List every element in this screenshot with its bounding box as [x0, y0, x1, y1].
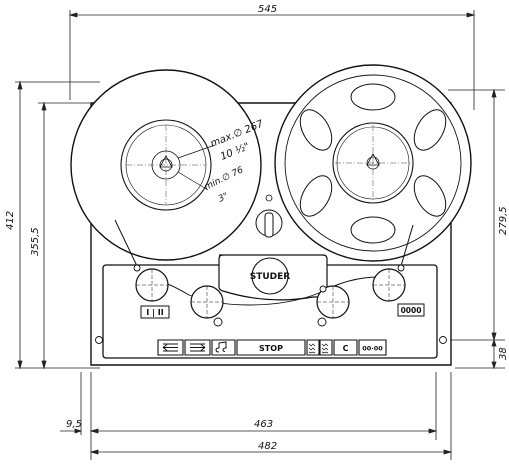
tape-counter-small: 0000 [398, 304, 424, 316]
dim-label-412: 412 [5, 211, 16, 230]
tape-counter-small-value: 0000 [401, 306, 422, 315]
tape-counter-value: 00·00 [362, 345, 383, 353]
brand-badge [252, 258, 288, 294]
c-button-label: C [343, 344, 349, 353]
play-music-note-icon [216, 342, 226, 352]
dimension-overall-width [70, 10, 474, 110]
dim-label-482: 482 [258, 441, 277, 452]
center-selector-knob [256, 195, 282, 237]
dim-label-463: 463 [254, 419, 273, 430]
speed-selector-label: I | II [146, 308, 163, 317]
right-reel [275, 65, 471, 266]
min-inch-label: 3" [217, 191, 230, 204]
speed-selector: I | II [141, 306, 169, 318]
record-wave-icon-2 [322, 344, 328, 353]
dim-label-355-5: 355,5 [30, 227, 41, 256]
left-reel [71, 70, 261, 266]
transport-keys [158, 340, 386, 355]
dim-label-279-5: 279,5 [498, 206, 509, 235]
left-tape-guide [134, 265, 168, 301]
dimension-left [15, 82, 100, 368]
brand-label: STUDER [250, 272, 291, 282]
dimension-bottom [60, 372, 451, 460]
left-pinch-roller [191, 286, 223, 326]
dim-label-545: 545 [258, 4, 277, 15]
right-tape-guide [373, 265, 405, 301]
record-wave-icon-1 [309, 344, 315, 353]
dim-label-38: 38 [498, 347, 509, 360]
dimension-right [448, 90, 505, 368]
stop-button-label: STOP [259, 344, 283, 353]
right-pinch-roller [317, 286, 349, 326]
rewind-icon [163, 344, 178, 351]
fast-forward-icon [190, 344, 205, 351]
dim-label-9-5: 9,5 [66, 419, 82, 430]
deck-outline [91, 103, 451, 365]
